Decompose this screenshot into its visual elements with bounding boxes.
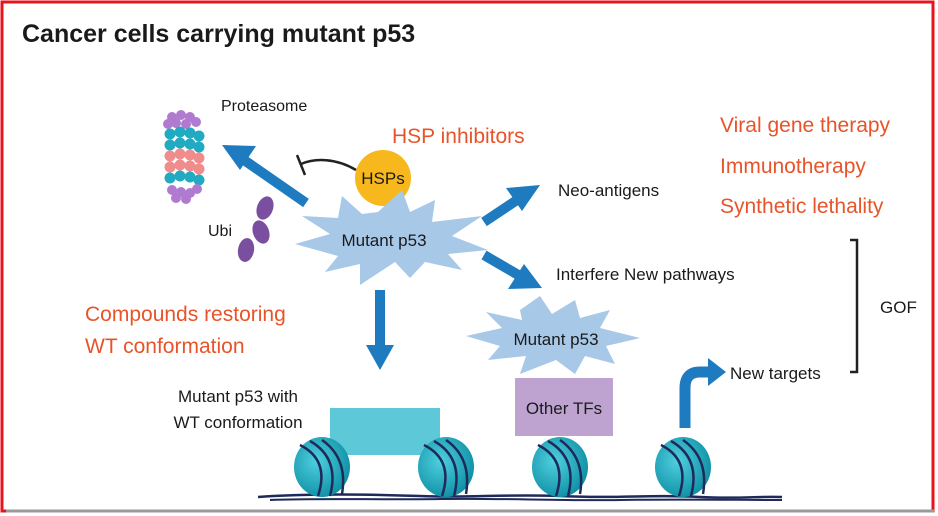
wt-conformation-line1: Mutant p53 with [178, 387, 298, 406]
neo-antigens-label: Neo-antigens [558, 181, 659, 200]
nucleosome-2 [418, 437, 474, 497]
hsp-inhibitors-label: HSP inhibitors [392, 125, 525, 148]
dna-strand [257, 493, 783, 499]
synthetic-lethality-label: Synthetic lethality [720, 195, 884, 218]
wt-conformation-box [330, 408, 440, 455]
ubiquitin-icon [237, 196, 274, 262]
gof-bracket [850, 238, 859, 374]
new-targets-label: New targets [730, 364, 821, 383]
proteasome-icon [163, 110, 205, 204]
arrow-to-proteasome [222, 145, 309, 208]
arrow-to-interfere [481, 250, 542, 289]
hsps-circle [355, 150, 411, 206]
proteasome-label: Proteasome [221, 98, 307, 115]
other-tfs-box [515, 378, 613, 436]
compounds-restoring-line2: WT conformation [85, 335, 245, 358]
interfere-label: Interfere New pathways [556, 265, 735, 284]
viral-gene-therapy-label: Viral gene therapy [720, 114, 891, 137]
mutant-p53-second-label: Mutant p53 [513, 330, 598, 349]
arrow-to-new-targets [679, 358, 726, 428]
hsps-label: HSPs [361, 169, 404, 188]
nucleosome-3 [532, 437, 588, 497]
gof-label: GOF [880, 298, 917, 317]
nucleosome-1 [294, 437, 350, 497]
wt-conformation-line2: WT conformation [173, 413, 302, 432]
arrow-down-to-dna [366, 290, 394, 370]
compounds-restoring-line1: Compounds restoring [85, 303, 286, 326]
mutant-p53-starburst-main [295, 190, 488, 285]
immunotherapy-label: Immunotherapy [720, 155, 866, 178]
other-tfs-label: Other TFs [526, 399, 602, 418]
inhibition-symbol [295, 154, 357, 176]
nucleosome-4 [655, 437, 711, 497]
ubi-label: Ubi [208, 223, 232, 240]
diagram-title: Cancer cells carrying mutant p53 [22, 20, 415, 48]
arrow-to-neo-antigens [481, 185, 540, 227]
mutant-p53-main-label: Mutant p53 [341, 231, 426, 250]
mutant-p53-starburst-second [466, 296, 640, 374]
dna-strand-2 [269, 497, 783, 502]
